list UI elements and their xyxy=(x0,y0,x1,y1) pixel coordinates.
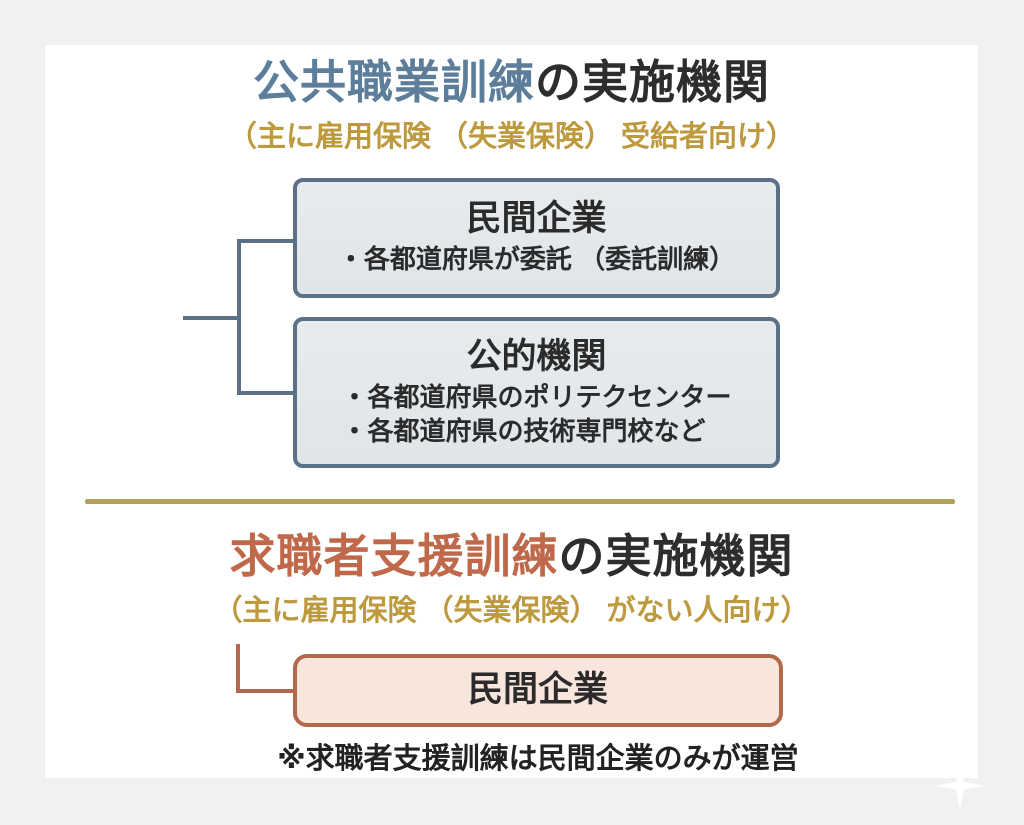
section-divider xyxy=(85,499,955,504)
public-institution-bullet-1: ・各都道府県のポリテクセンター xyxy=(341,381,732,412)
jobseeker-note: ※求職者支援訓練は民間企業のみが運営 xyxy=(277,743,799,775)
public-section-title: 公共職業訓練の実施機関 xyxy=(45,57,978,108)
diagram-card: 公共職業訓練の実施機関 （主に雇用保険 （失業保険） 受給者向け） 民間企業 ・… xyxy=(45,45,978,778)
jobseeker-connector-horizontal xyxy=(236,689,298,693)
public-institution-box: 公的機関 ・各都道府県のポリテクセンター ・各都道府県の技術専門校など xyxy=(293,317,780,468)
jobseeker-section-title-accent: 求職者支援訓練 xyxy=(229,530,559,582)
public-connector-vertical xyxy=(237,239,241,395)
jobseeker-section-title: 求職者支援訓練の実施機関 xyxy=(45,531,978,582)
jobseeker-section-subtitle: （主に雇用保険 （失業保険） がない人向け） xyxy=(213,595,810,627)
public-section-subtitle: （主に雇用保険 （失業保険） 受給者向け） xyxy=(227,121,796,153)
public-connector-branch-top xyxy=(239,239,297,243)
private-company-bullet-1: ・各都道府県が委託 （委託訓練） xyxy=(337,244,736,275)
public-connector-stub xyxy=(183,316,241,320)
public-section-title-rest: の実施機関 xyxy=(535,56,770,108)
public-institution-box-bullets: ・各都道府県のポリテクセンター ・各都道府県の技術専門校など xyxy=(341,380,731,449)
jobseeker-private-company-box: 民間企業 xyxy=(293,654,783,727)
jobseeker-section-title-rest: の実施機関 xyxy=(558,530,794,582)
jobseeker-connector-vertical xyxy=(236,644,240,693)
public-section-title-accent: 公共職業訓練 xyxy=(253,56,535,108)
private-company-box-heading: 民間企業 xyxy=(466,199,607,239)
jobseeker-private-company-box-heading: 民間企業 xyxy=(467,670,608,710)
private-company-box-bullets: ・各都道府県が委託 （委託訓練） xyxy=(338,242,735,276)
private-company-box: 民間企業 ・各都道府県が委託 （委託訓練） xyxy=(293,178,780,298)
public-institution-bullet-2: ・各都道府県の技術専門校など xyxy=(341,416,706,447)
public-connector-branch-bottom xyxy=(239,391,297,395)
public-institution-box-heading: 公的機関 xyxy=(466,336,607,376)
